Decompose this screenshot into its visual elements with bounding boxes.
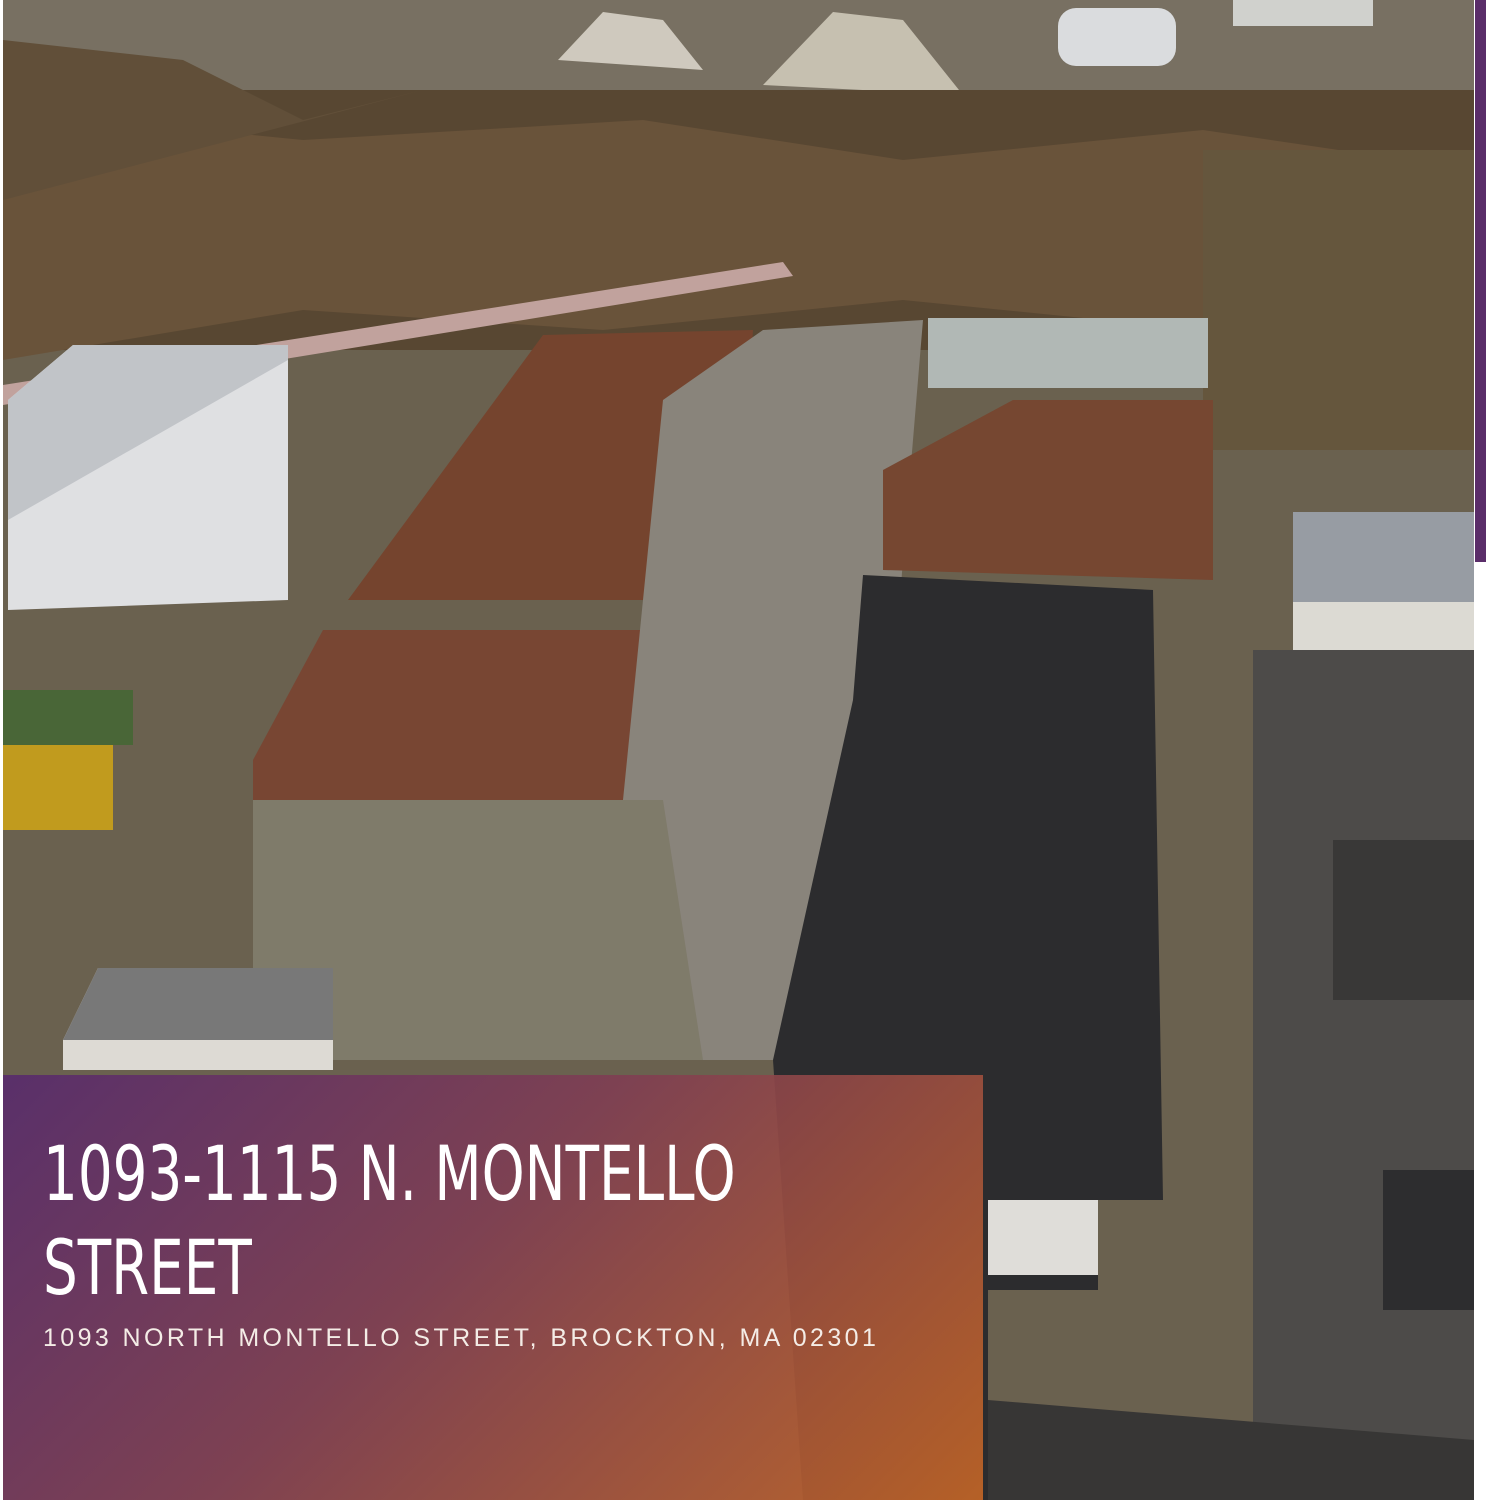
property-address: 1093 NORTH MONTELLO STREET, BROCKTON, MA… [43,1324,880,1352]
property-title: 1093-1115 N. MONTELLO STREET [43,1129,736,1312]
title-panel: 1093-1115 N. MONTELLO STREET 1093 NORTH … [3,1075,983,1500]
accent-bar [1475,0,1486,562]
